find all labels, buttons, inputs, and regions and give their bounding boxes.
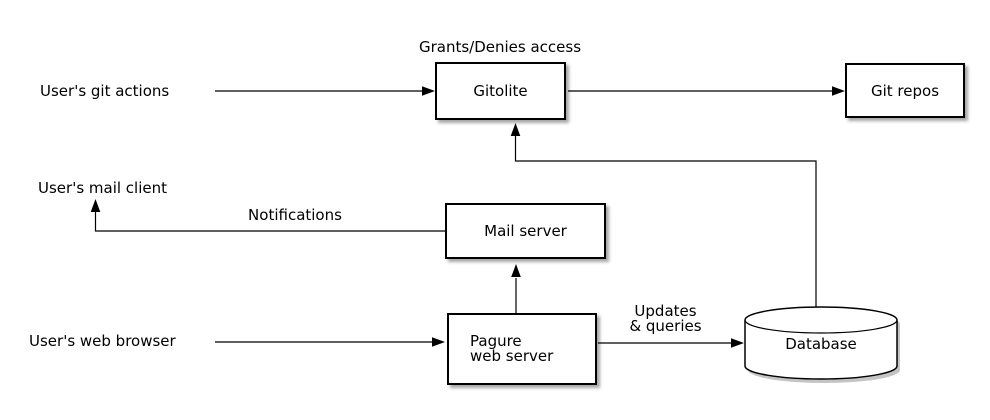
arrowhead-into-pagure xyxy=(432,337,445,347)
node-gitolite-label: Gitolite xyxy=(473,82,528,100)
arrowhead-into-gitolite-bottom xyxy=(510,123,521,136)
grants-denies-access-label: Grants/Denies access xyxy=(418,38,582,56)
database-cylinder-body xyxy=(744,306,898,380)
arrowhead-into-gitolite-left xyxy=(422,86,435,96)
arrowhead-into-mail-server xyxy=(511,264,521,277)
node-pagure-label: Pagure web server xyxy=(470,332,554,365)
connector-mail-server-to-mail-client xyxy=(94,212,445,232)
notifications-label: Notifications xyxy=(248,206,342,224)
database-cylinder-rim xyxy=(744,319,898,334)
connector-database-to-gitolite xyxy=(514,135,817,308)
node-mail-server: Mail server xyxy=(445,203,606,259)
arrowhead-into-mail-client xyxy=(90,199,101,212)
user-mail-client-label: User's mail client xyxy=(38,179,168,197)
node-git-repos-label: Git repos xyxy=(870,81,940,100)
user-git-actions-label: User's git actions xyxy=(40,82,170,100)
arrowhead-into-database xyxy=(731,338,744,348)
arrowhead-into-git-repos xyxy=(832,86,845,96)
node-database-label: Database xyxy=(785,335,857,353)
database-cylinder xyxy=(744,306,900,383)
node-git-repos: Git repos xyxy=(845,63,965,118)
user-web-browser-label: User's web browser xyxy=(29,332,176,350)
node-mail-server-label: Mail server xyxy=(484,222,567,240)
updates-queries-label: Updates & queries xyxy=(629,302,702,335)
node-gitolite: Gitolite xyxy=(435,62,566,120)
node-pagure-web-server: Pagure web server xyxy=(447,313,597,385)
